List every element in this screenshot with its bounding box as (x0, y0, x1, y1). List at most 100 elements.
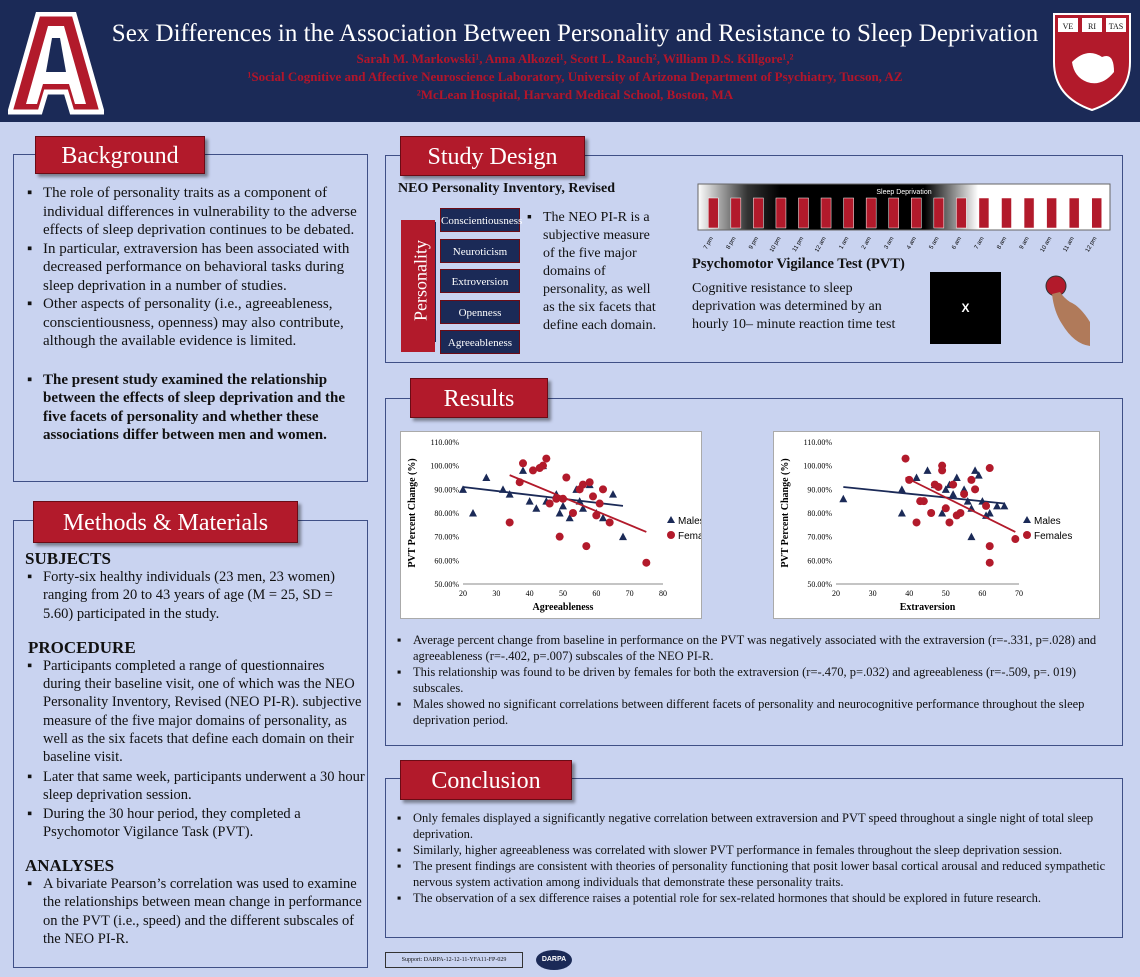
male-data-point (619, 532, 627, 541)
analyses-list: A bivariate Pearson’s correlation was us… (15, 875, 365, 948)
time-label: 8 pm (726, 236, 738, 251)
poster-header: A Sex Differences in the Association Bet… (0, 0, 1140, 122)
pvt-session-marker (933, 197, 945, 229)
pvt-stimulus: X (961, 301, 970, 315)
y-tick-label: 50.00% (434, 580, 459, 589)
domain-agreeableness: Agreeableness (440, 330, 520, 354)
y-tick-label: 80.00% (807, 509, 832, 518)
y-tick-label: 100.00% (803, 462, 832, 471)
male-data-point (941, 485, 950, 493)
male-data-point (949, 490, 958, 498)
time-label: 6 am (951, 236, 963, 251)
male-data-point (897, 485, 906, 493)
female-data-point (542, 454, 551, 463)
pvt-session-marker (1001, 197, 1012, 229)
time-label: 8 am (996, 236, 1008, 251)
x-tick-label: 70 (626, 589, 634, 598)
list-item: Other aspects of personality (i.e., agre… (15, 295, 363, 351)
results-bullets: Average percent change from baseline in … (385, 632, 1115, 728)
time-label: 12 pm (1085, 236, 1099, 252)
list-item: The role of personality traits as a comp… (15, 184, 363, 240)
male-data-point (525, 497, 534, 505)
female-data-point (569, 509, 577, 517)
svg-text:VE: VE (1063, 22, 1074, 31)
y-axis-title: PVT Percent Change (%) (780, 458, 791, 567)
legend-marker (667, 516, 675, 523)
legend-marker (1023, 516, 1031, 523)
list-item: This relationship was found to be driven… (385, 664, 1115, 696)
neo-description: The NEO PI-R is a subjective measure of … (515, 209, 665, 335)
list-item: The present findings are consistent with… (385, 858, 1120, 890)
x-tick-label: 60 (978, 589, 986, 598)
female-data-point (901, 454, 910, 463)
x-tick-label: 20 (459, 589, 467, 598)
male-trend-line (843, 486, 1005, 505)
male-data-point (974, 471, 983, 479)
university-a-logo: A (8, 12, 104, 115)
pvt-session-marker (978, 197, 990, 229)
background-title: Background (35, 136, 205, 174)
svg-text:TAS: TAS (1109, 22, 1123, 31)
female-data-point (592, 511, 601, 520)
legend-label: Males (1034, 516, 1061, 527)
time-label: 11 pm (792, 236, 805, 252)
pvt-session-marker (1046, 197, 1057, 229)
female-data-point (552, 494, 561, 503)
legend-label: Males (678, 516, 702, 527)
time-label: 9 pm (748, 236, 760, 251)
methods-content: SUBJECTS Forty-six healthy individuals (… (25, 549, 365, 948)
hand-button-icon (1045, 275, 1090, 346)
time-label: 10 am (1040, 236, 1054, 252)
female-data-point (585, 478, 594, 487)
x-tick-label: 30 (869, 589, 877, 598)
female-data-point (982, 501, 991, 510)
female-trend-line (509, 474, 647, 533)
male-data-point (579, 504, 587, 512)
list-item: The observation of a sex difference rais… (385, 890, 1120, 906)
female-data-point (919, 497, 928, 506)
legend-marker (667, 531, 675, 539)
support-note: Support: DARPA-12-12-11-YFA11-FP-029 (385, 952, 523, 968)
female-data-point (967, 475, 976, 484)
list-item: A bivariate Pearson’s correlation was us… (15, 875, 365, 948)
male-data-point (971, 466, 980, 474)
y-tick-label: 60.00% (807, 556, 832, 565)
legend-marker (1023, 531, 1031, 539)
procedure-heading: PROCEDURE (28, 637, 136, 657)
pvt-session-marker (1023, 197, 1035, 229)
female-data-point (938, 466, 947, 475)
pvt-session-marker (1068, 197, 1080, 229)
time-label: 12 am (814, 236, 828, 252)
pvt-session-marker (1091, 197, 1102, 229)
list-item: Participants completed a range of questi… (15, 657, 365, 766)
legend-label: Females (1034, 531, 1072, 542)
x-tick-label: 60 (592, 589, 600, 598)
conclusion-bullets: Only females displayed a significantly n… (385, 810, 1120, 906)
male-data-point (565, 513, 574, 522)
y-tick-label: 80.00% (434, 509, 459, 518)
methods-title: Methods & Materials (33, 501, 298, 543)
pvt-session-marker (730, 197, 742, 229)
subjects-list: Forty-six healthy individuals (23 men, 2… (15, 568, 365, 623)
pvt-session-marker (888, 197, 899, 229)
x-tick-label: 50 (559, 589, 567, 598)
time-label: 3 am (884, 236, 896, 251)
female-data-point (985, 558, 994, 567)
domain-neuroticism: Neuroticism (440, 239, 520, 263)
x-tick-label: 80 (659, 589, 667, 598)
y-tick-label: 50.00% (807, 580, 832, 589)
pvt-session-marker (775, 197, 787, 229)
y-tick-label: 90.00% (434, 485, 459, 494)
pvt-session-marker (843, 197, 854, 229)
svg-text:RI: RI (1088, 22, 1096, 31)
list-item: Similarly, higher agreeableness was corr… (385, 842, 1120, 858)
pvt-session-marker (753, 197, 764, 229)
male-data-point (555, 509, 564, 517)
male-data-point (459, 485, 467, 493)
pvt-screen: X (930, 272, 1001, 344)
male-data-point (609, 490, 617, 498)
female-data-point (562, 473, 571, 482)
y-tick-label: 60.00% (434, 556, 459, 565)
male-data-point (923, 466, 932, 474)
